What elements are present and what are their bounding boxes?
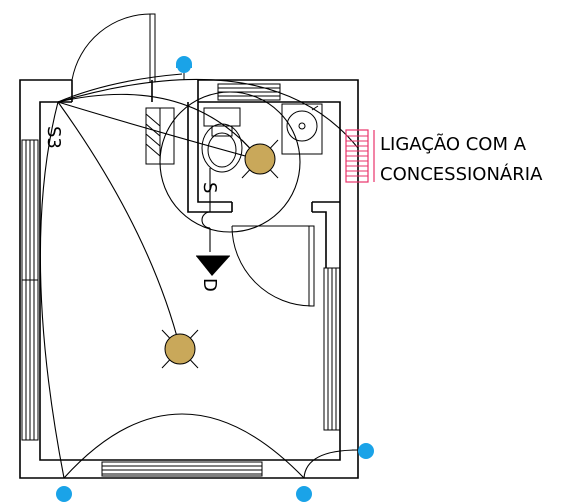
wiring bbox=[39, 73, 359, 479]
outlet-icon bbox=[56, 486, 72, 502]
entrance-door bbox=[71, 13, 156, 83]
connection-label-line2: CONCESSIONÁRIA bbox=[380, 163, 543, 185]
connection-label-line1: LIGAÇÃO COM A bbox=[380, 133, 527, 155]
bathroom-door bbox=[231, 225, 315, 307]
panel-d-label: D bbox=[199, 278, 220, 292]
window-left bbox=[21, 139, 39, 441]
window-right bbox=[323, 267, 341, 431]
outlet-icon bbox=[176, 56, 192, 80]
outer-walls bbox=[19, 79, 359, 479]
lamp-icon bbox=[241, 139, 279, 179]
lamp-icon bbox=[161, 329, 199, 369]
bathroom-walls bbox=[187, 102, 340, 268]
panel-icon bbox=[196, 255, 230, 276]
meter-icon bbox=[345, 129, 375, 183]
switch-s-label: S bbox=[199, 182, 220, 193]
outlet-icon bbox=[352, 443, 374, 459]
switch-s3-label: S3 bbox=[43, 126, 64, 149]
window-bottom bbox=[101, 461, 263, 477]
toilet-icon bbox=[201, 107, 243, 173]
outlet-icon bbox=[296, 486, 312, 502]
sink-icon bbox=[281, 103, 323, 155]
